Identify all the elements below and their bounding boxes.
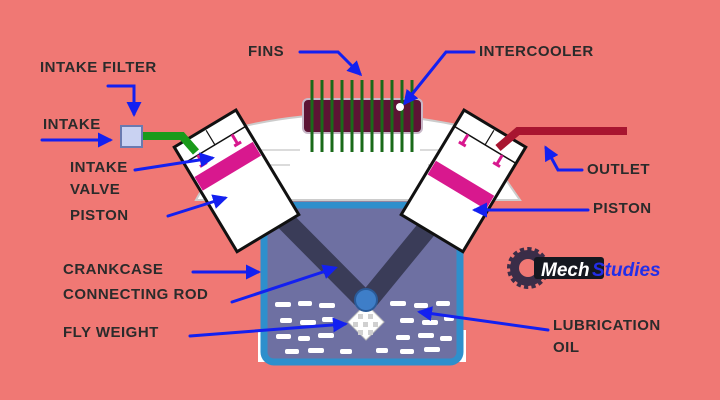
- label-lubrication-1: LUBRICATION: [553, 317, 661, 334]
- label-intake-valve-2: VALVE: [70, 181, 121, 198]
- logo-mech: Mech: [541, 260, 590, 281]
- pointer-arrows: [40, 50, 590, 338]
- arrow-fins: [298, 50, 363, 77]
- cylinder-right: [399, 107, 528, 254]
- arrow-fly-weight: [188, 317, 348, 338]
- label-fins: FINS: [248, 43, 285, 60]
- cylinder-left: [172, 107, 301, 254]
- label-lubrication-2: OIL: [553, 339, 580, 356]
- piston-left: [194, 141, 262, 191]
- lubrication-oil: [275, 301, 454, 354]
- arrow-piston-left: [166, 194, 228, 218]
- outlet-pipe: [495, 127, 627, 152]
- mech-studies-logo: [507, 247, 604, 289]
- arrow-intake-filter: [106, 84, 142, 117]
- label-connecting-rod: CONNECTING ROD: [63, 286, 209, 303]
- label-outlet: OUTLET: [587, 161, 650, 178]
- label-piston-right: PISTON: [593, 200, 652, 217]
- arrow-intercooler: [403, 50, 476, 106]
- label-crankcase: CRANKCASE: [63, 261, 164, 278]
- arrow-outlet: [544, 145, 584, 172]
- label-intake-valve-1: INTAKE: [70, 159, 128, 176]
- fly-weight: [347, 303, 385, 341]
- label-intake-filter: INTAKE FILTER: [40, 59, 157, 76]
- label-intake: INTAKE: [43, 116, 101, 133]
- label-fly-weight: FLY WEIGHT: [63, 324, 159, 341]
- crank-pin: [354, 288, 378, 312]
- label-intercooler: INTERCOOLER: [479, 43, 594, 60]
- intake-pipe: [142, 132, 200, 155]
- arrow-lubrication: [417, 306, 550, 332]
- logo-studies: Studies: [592, 260, 661, 281]
- arrow-intake-valve: [133, 152, 215, 172]
- piston-right: [427, 160, 495, 210]
- label-piston-left: PISTON: [70, 207, 129, 224]
- intake-filter: [120, 125, 143, 148]
- intercooler-arrow-tip: [396, 103, 404, 111]
- arrow-connecting-rod: [230, 264, 338, 304]
